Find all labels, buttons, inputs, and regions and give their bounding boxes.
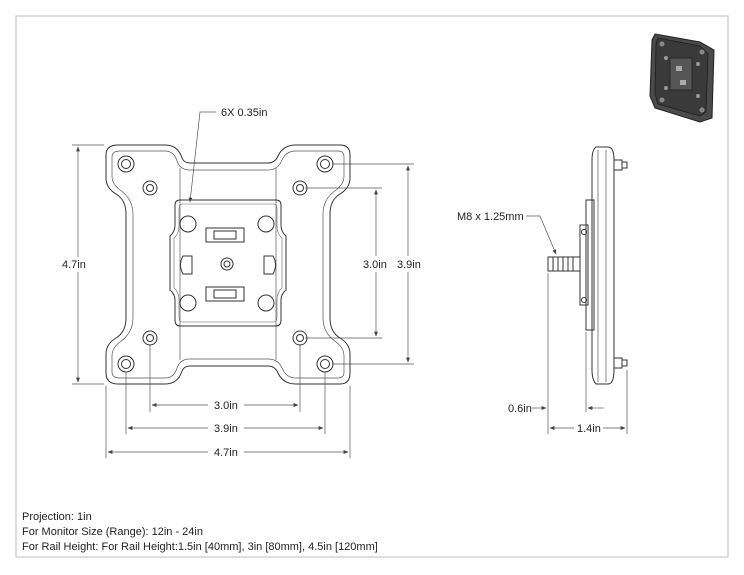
drawing-notes: Projection: 1in For Monitor Size (Range)…: [22, 510, 378, 555]
center-block: [169, 199, 287, 327]
drawing-border: [15, 15, 729, 558]
callout-hole-pattern: 6X 0.35in: [221, 107, 267, 119]
callout-thread: M8 x 1.25mm: [457, 211, 524, 223]
label-outer-height: 3.9in: [397, 259, 421, 271]
label-plate-thickness: 0.6in: [508, 403, 532, 415]
note-projection: Projection: 1in: [22, 511, 92, 523]
front-dimension-lines: [72, 111, 414, 458]
plate-outline: [105, 144, 351, 385]
label-outer-width: 3.9in: [214, 423, 238, 435]
note-monitor-size: For Monitor Size (Range): 12in - 24in: [22, 526, 203, 538]
note-rail-height: For Rail Height: For Rail Height:1.5in […: [22, 541, 378, 553]
side-dimension-labels: M8 x 1.25mm 0.6in 1.4in: [457, 211, 601, 435]
front-view-plate: [105, 144, 351, 385]
front-dimension-labels: 4.7in 3.0in 3.9in 3.0in 3.9in 4.7in 6X 0…: [62, 107, 421, 459]
side-view: [547, 146, 628, 385]
corner-holes: [117, 155, 334, 373]
side-dimension-lines: [526, 215, 628, 434]
label-overall-width: 4.7in: [214, 447, 238, 459]
label-overall-depth: 1.4in: [577, 423, 601, 435]
isometric-thumbnail: [649, 33, 715, 123]
threaded-stud: [547, 256, 581, 272]
center-hole: [220, 257, 234, 271]
label-inner-height: 3.0in: [363, 259, 387, 271]
label-inner-width: 3.0in: [214, 400, 238, 412]
label-overall-height: 4.7in: [62, 259, 86, 271]
mount-holes: [142, 180, 308, 346]
